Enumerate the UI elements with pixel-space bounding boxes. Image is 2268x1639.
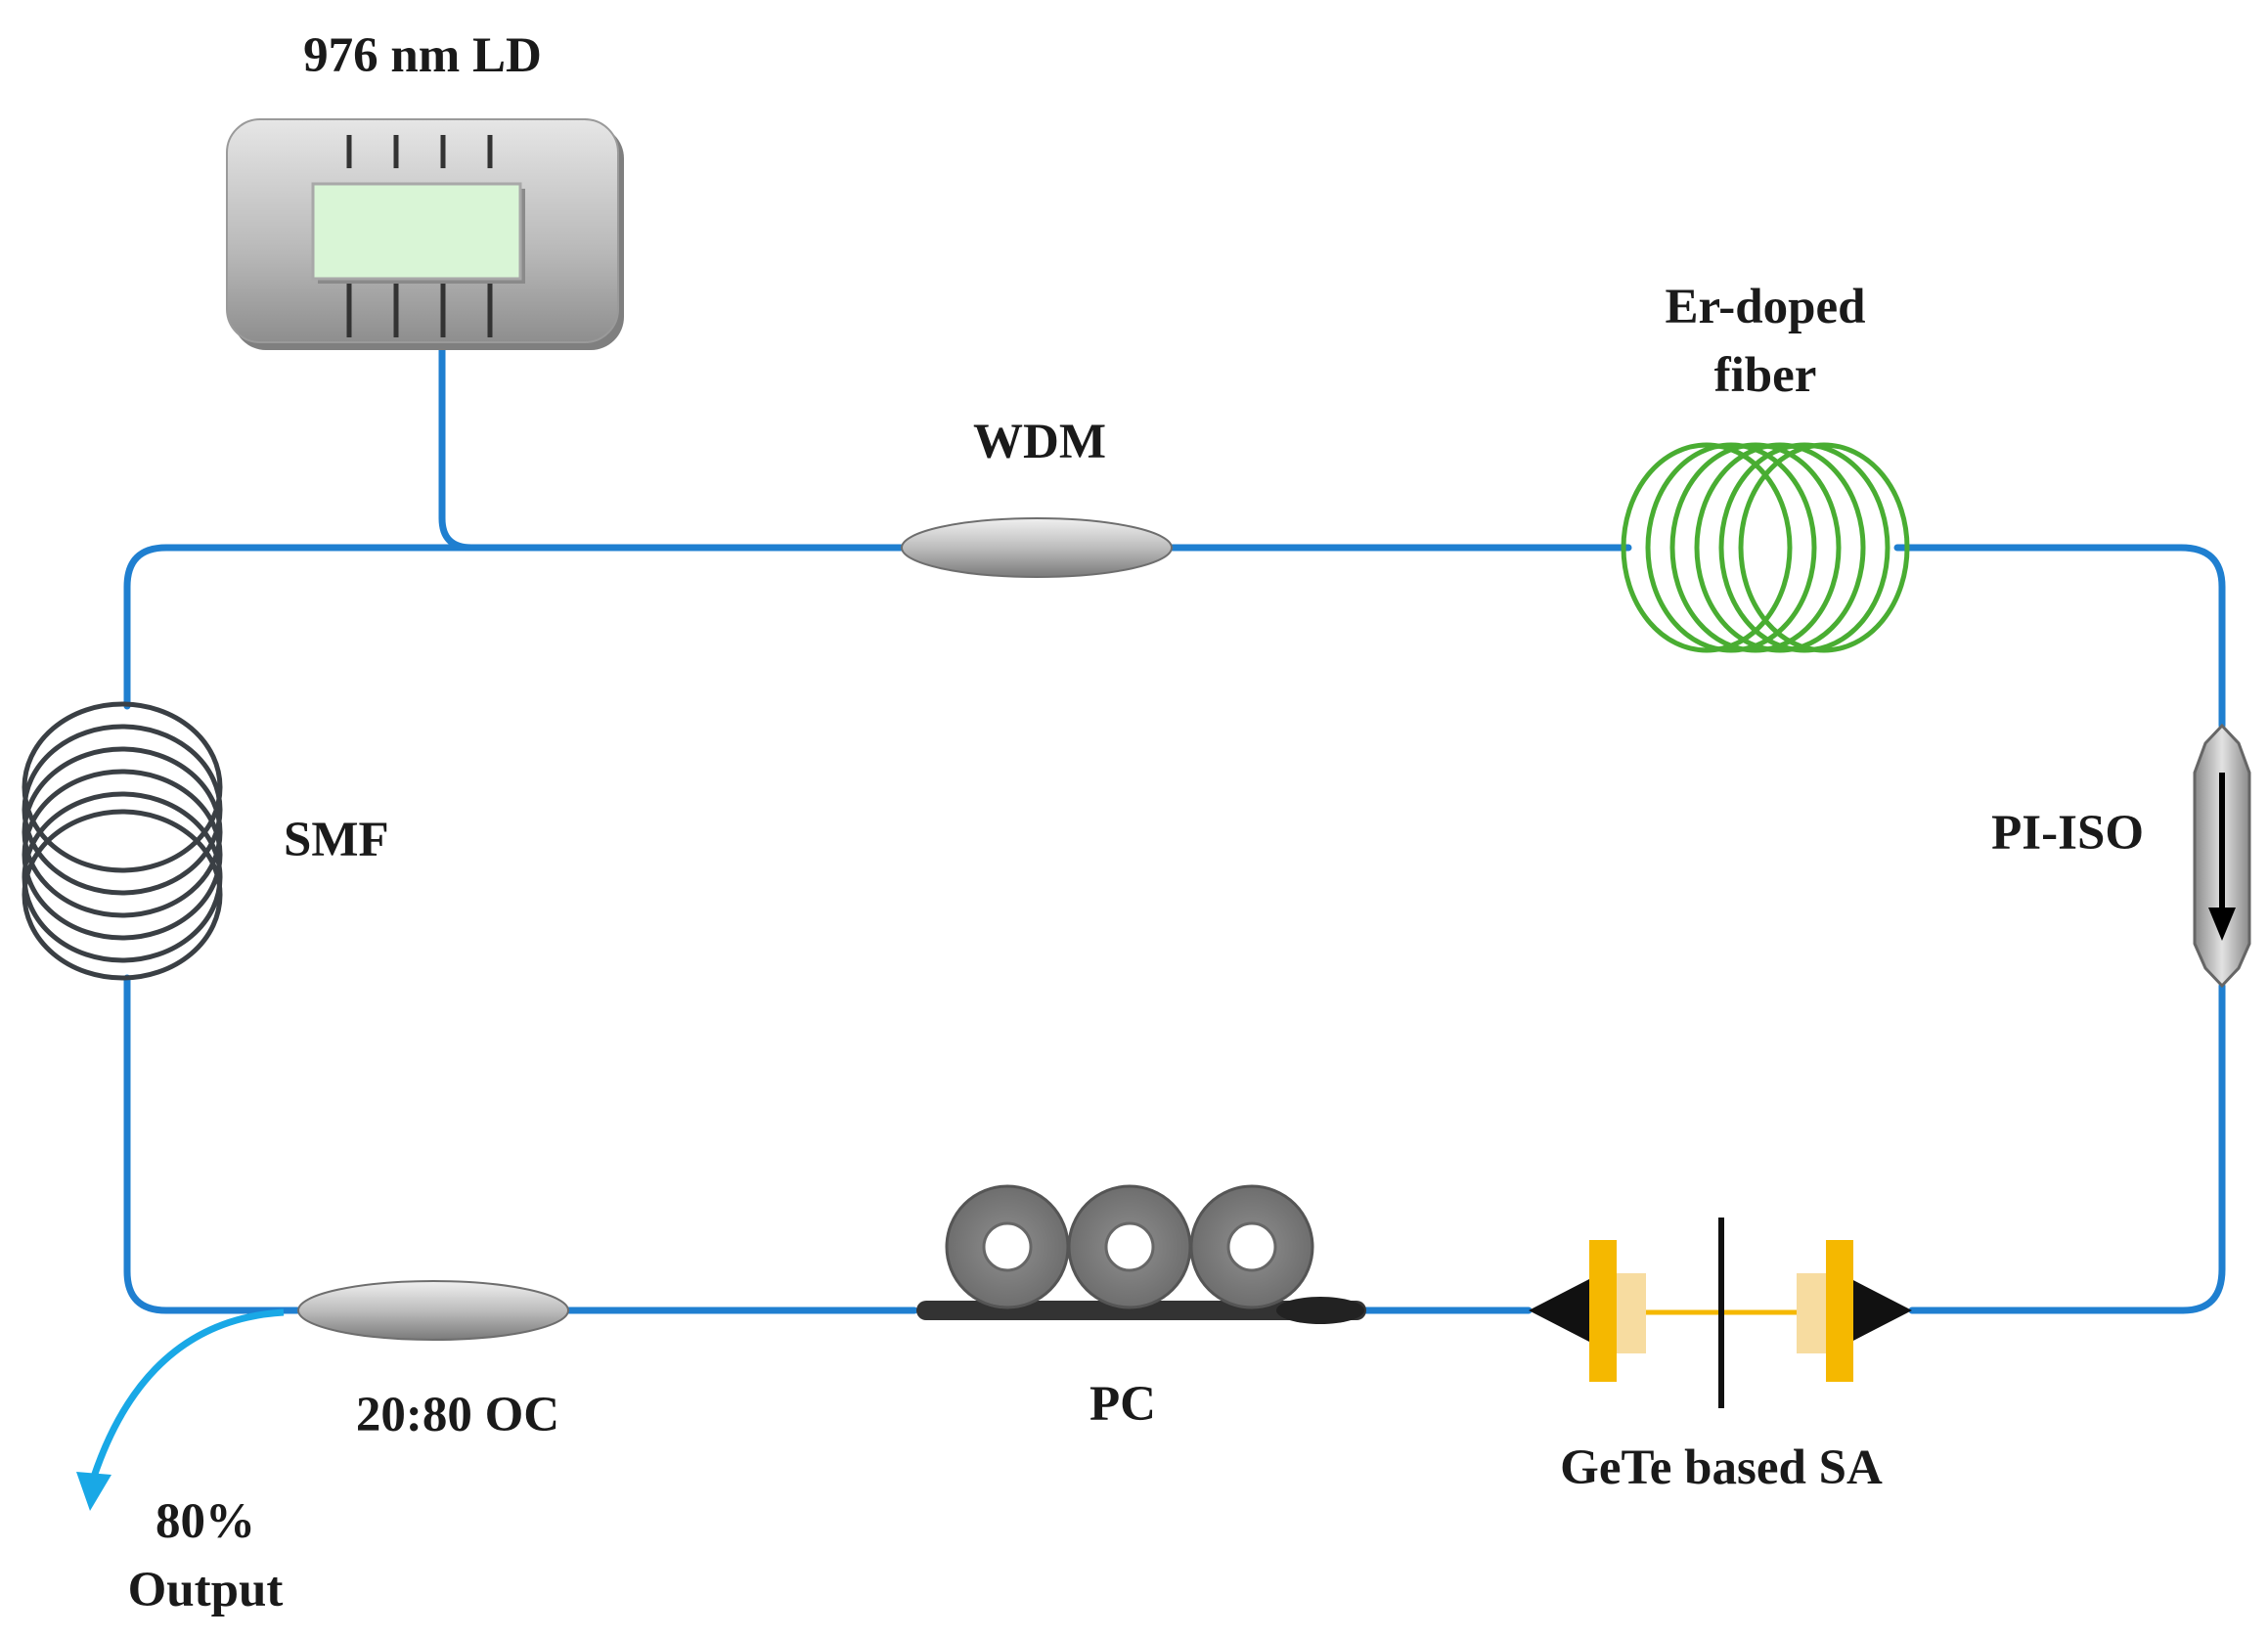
- edf-label-line2: fiber: [1714, 348, 1817, 403]
- labels: 976 nm LD WDM Er-doped fiber SMF PI-ISO …: [128, 28, 2144, 1617]
- saturable-absorber: [1529, 1218, 1912, 1408]
- fiber-top-left: [123, 544, 909, 710]
- isolator: [2193, 723, 2251, 989]
- coupler-label: 20:80 OC: [356, 1388, 559, 1442]
- fiber-oc-to-smf: [123, 974, 302, 1314]
- laser-diode: [226, 118, 624, 350]
- fiber-pump-lead: [438, 341, 475, 552]
- er-doped-fiber-coil: [1621, 442, 1910, 653]
- output-arrow: [76, 1308, 285, 1511]
- wdm-label: WDM: [973, 415, 1106, 469]
- fiber-ring: [123, 341, 2226, 1314]
- output-coupler: [297, 1280, 569, 1341]
- output-label-line2: Output: [128, 1563, 284, 1617]
- fiber-iso-to-sa: [1908, 982, 2226, 1314]
- smf-label: SMF: [284, 813, 389, 867]
- smf-coil: [22, 701, 223, 981]
- output-label-line1: 80%: [156, 1494, 255, 1549]
- fiber-edf-to-iso: [1893, 544, 2226, 730]
- wdm-coupler: [901, 517, 1173, 578]
- isolator-arrow-icon: [2208, 908, 2236, 941]
- sa-label: GeTe based SA: [1560, 1440, 1883, 1495]
- pc-label: PC: [1090, 1377, 1156, 1432]
- laser-diode-label: 976 nm LD: [303, 28, 542, 83]
- isolator-label: PI-ISO: [1991, 806, 2144, 861]
- edf-label-line1: Er-doped: [1666, 280, 1866, 334]
- polarization-controller: [916, 1184, 1366, 1324]
